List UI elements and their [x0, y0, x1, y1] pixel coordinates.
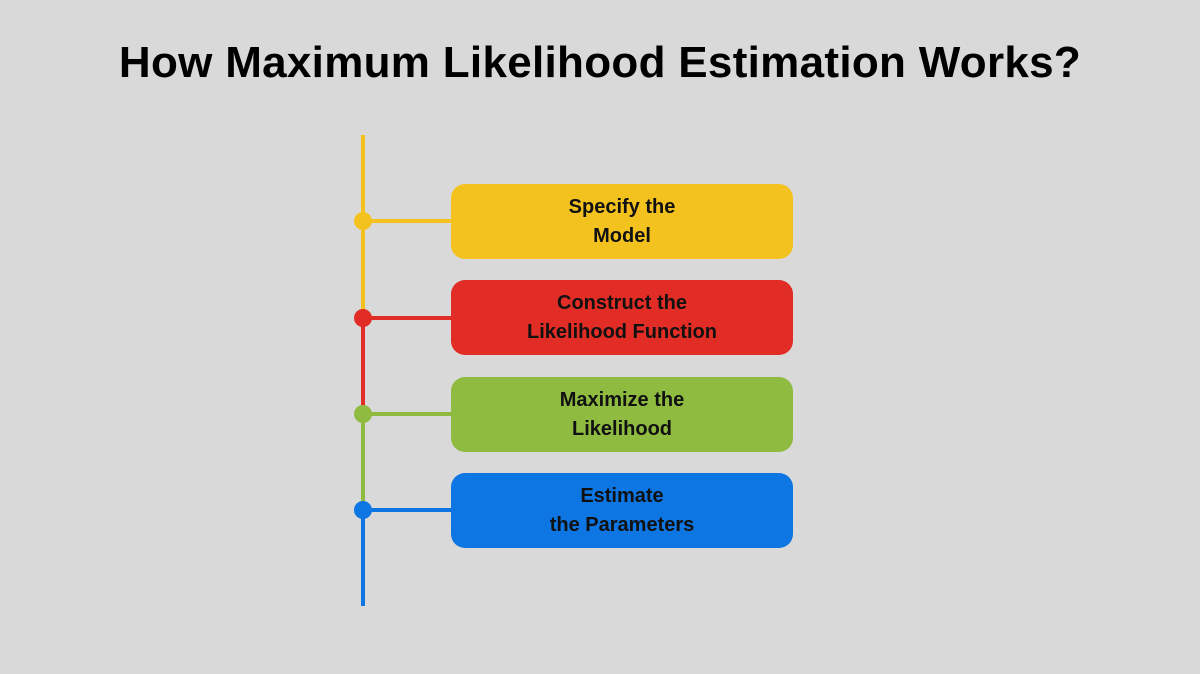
- step-label-line1: Maximize the: [559, 388, 685, 411]
- step-estimate-parameters: Estimate the Parameters: [451, 473, 793, 548]
- step-label-line2: Likelihood: [572, 417, 672, 440]
- step-label-line1: Estimate: [580, 484, 664, 507]
- page-title: How Maximum Likelihood Estimation Works?: [118, 38, 1082, 87]
- connector-3: [362, 412, 454, 416]
- step-label-line1: Specify the: [568, 195, 676, 218]
- connector-4: [362, 508, 454, 512]
- timeline-segment-blue: [361, 510, 365, 606]
- step-label-line2: the Parameters: [549, 513, 695, 536]
- step-label-line2: Likelihood Function: [527, 320, 717, 343]
- step-maximize-likelihood: Maximize the Likelihood: [451, 377, 793, 452]
- connector-1: [362, 219, 454, 223]
- step-label-line2: Model: [593, 224, 651, 247]
- step-label-line1: Construct the: [557, 291, 687, 314]
- timeline-dot-3: [354, 405, 372, 423]
- timeline-dot-4: [354, 501, 372, 519]
- step-specify-model: Specify the Model: [451, 184, 793, 259]
- timeline-segment-red: [361, 318, 365, 414]
- timeline-segment-green: [361, 414, 365, 510]
- timeline-dot-1: [354, 212, 372, 230]
- connector-2: [362, 316, 454, 320]
- step-construct-likelihood: Construct the Likelihood Function: [451, 280, 793, 355]
- timeline-dot-2: [354, 309, 372, 327]
